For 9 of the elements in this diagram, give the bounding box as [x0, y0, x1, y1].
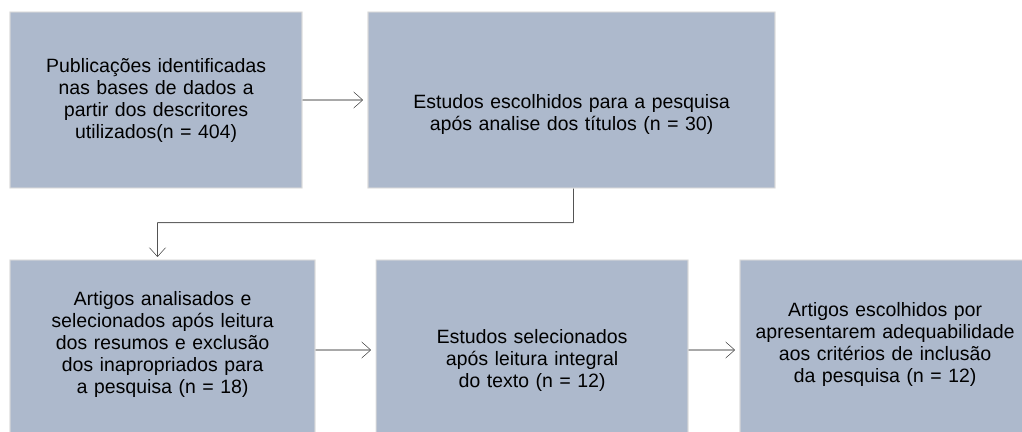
- process-box: Estudos selecionados após leitura integral do texto (n = 12): [375, 259, 689, 432]
- arrow: [688, 341, 736, 359]
- process-box: Estudos escolhidos para a pesquisa após analise dos títulos (n = 30): [367, 11, 776, 189]
- process-box: Publicações identificadas nas bases de dados a partir dos descritores utilizados(n = 404): [9, 11, 303, 189]
- arrow: [315, 341, 372, 359]
- arrow: [149, 188, 574, 258]
- process-box: Artigos analisados e selecionados após leitura dos resumos e exclusão dos inapropriados para a pesquisa (n = 18): [9, 259, 316, 432]
- arrow: [302, 91, 364, 109]
- process-box: Artigos escolhidos por apresentarem adequabilidade aos critérios de inclusão da pesquisa (n = 12): [739, 259, 1022, 432]
